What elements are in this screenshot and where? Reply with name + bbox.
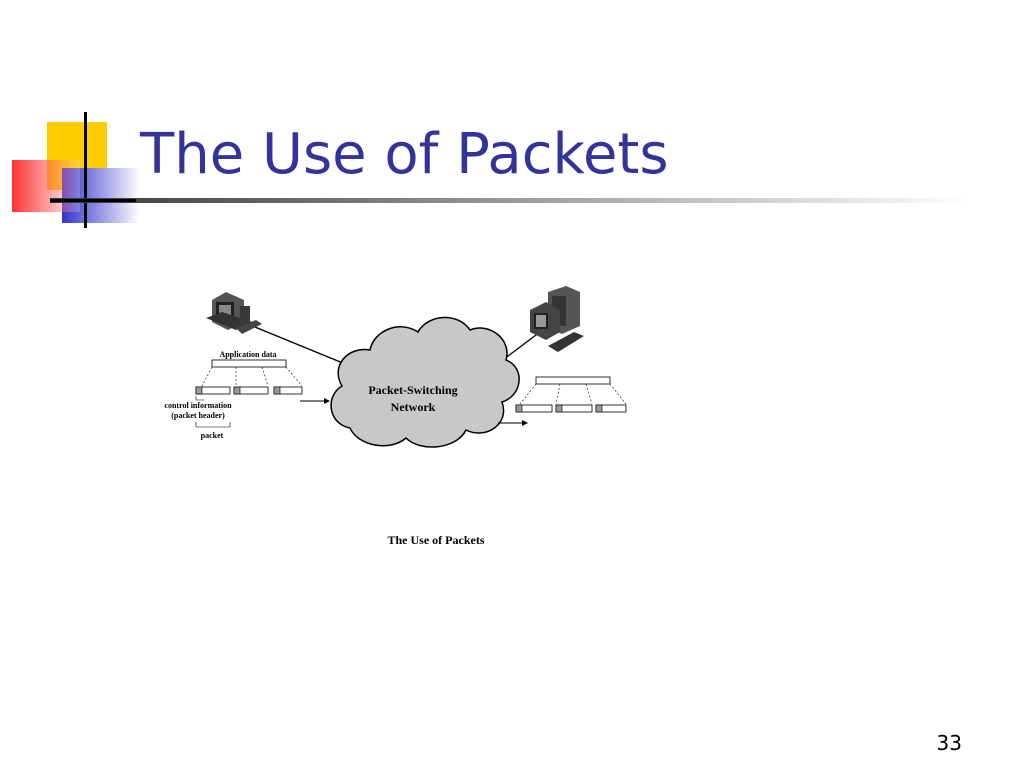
- packet-header: [515, 404, 523, 413]
- title-decoration-horizontal-line: [50, 199, 136, 202]
- slide-title: The Use of Packets: [140, 122, 669, 187]
- sender-packets: [195, 386, 303, 395]
- packet-header: [195, 386, 203, 395]
- packet-header: [233, 386, 241, 395]
- reassembled-data-bar: [535, 376, 611, 385]
- packet-header: [555, 404, 563, 413]
- page-number: 33: [936, 731, 962, 755]
- computer-icon: [206, 292, 262, 334]
- title-underline-rule: [50, 198, 970, 203]
- application-data-bar: [211, 359, 287, 368]
- network-cloud: [330, 316, 520, 448]
- diagram-caption: The Use of Packets: [388, 533, 485, 547]
- packet-header: [273, 386, 281, 395]
- title-decoration-vertical-line: [84, 112, 87, 228]
- cloud-label-line1: Packet-Switching: [368, 383, 457, 397]
- packet-header: [595, 404, 603, 413]
- control-info-label-line2: (packet header): [171, 411, 225, 420]
- title-decoration-red-square: [12, 160, 80, 212]
- send-arrow: [300, 398, 330, 404]
- computer-icon: [530, 286, 584, 352]
- application-data-label: Application data: [219, 350, 276, 359]
- cloud-label-line2: Network: [391, 400, 436, 414]
- receiver-packets: [515, 404, 627, 413]
- packet-label: packet: [201, 431, 224, 440]
- receive-arrow: [498, 420, 528, 426]
- control-info-label-line1: control information: [164, 401, 232, 410]
